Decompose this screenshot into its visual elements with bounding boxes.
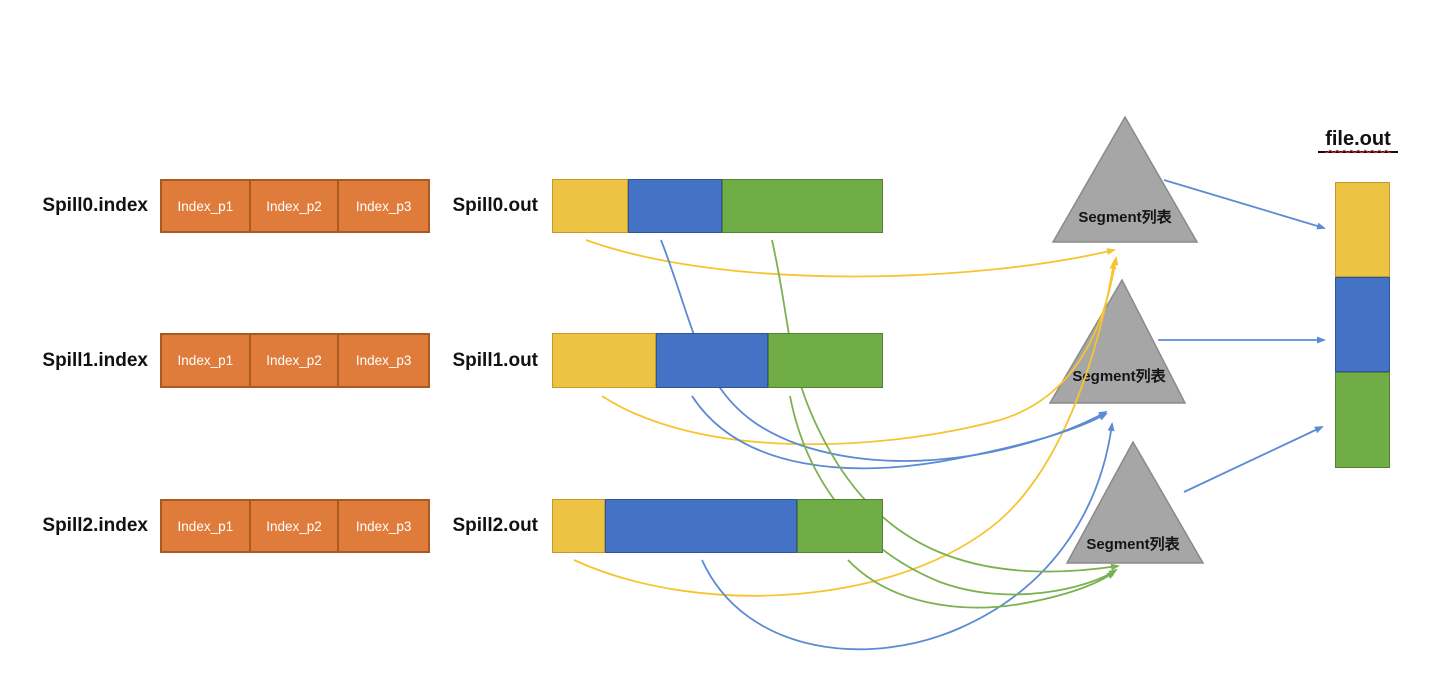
arrow-spill1-yellow <box>601 256 1119 446</box>
yellow-connectors <box>573 239 1119 597</box>
index-cell: Index_p2 <box>248 181 338 231</box>
spill0-out-segment-yellow <box>552 179 628 233</box>
index-cell: Index_p2 <box>248 501 338 551</box>
spill2-index-box: Index_p1 Index_p2 Index_p3 <box>160 499 430 553</box>
spill1-out-segment-green <box>768 333 883 388</box>
spill1-out-segment-yellow <box>552 333 656 388</box>
spill0-index-label: Spill0.index <box>42 195 148 216</box>
arrow-spill1-blue <box>691 395 1108 470</box>
spill1-out-label: Spill1.out <box>452 349 539 371</box>
fileout-label: file.out <box>1318 128 1398 153</box>
segment-list-label-0: Segment列表 <box>1078 208 1172 226</box>
spill1-out-segment-blue <box>656 333 768 388</box>
spill2-out-bar <box>552 499 883 553</box>
spill1-index-box: Index_p1 Index_p2 Index_p3 <box>160 333 430 388</box>
arrow-spill0-green <box>771 239 1120 573</box>
index-cell: Index_p3 <box>337 501 428 551</box>
arrow-spill1-green <box>789 395 1118 596</box>
arrow-spill2-yellow <box>573 260 1117 597</box>
green-connectors <box>771 239 1120 609</box>
index-cell: Index_p1 <box>177 198 234 214</box>
index-cell: Index_p2 <box>248 335 338 386</box>
spill2-out-label: Spill2.out <box>452 515 539 536</box>
segment-list-label-2: Segment列表 <box>1086 535 1180 553</box>
fileout-segment-blue <box>1335 277 1390 372</box>
index-cell: Index_p1 <box>177 518 234 534</box>
fileout-segment-yellow <box>1335 182 1390 277</box>
spill2-index-label: Spill2.index <box>42 515 148 536</box>
fileout-bar <box>1335 182 1390 468</box>
spill0-out-segment-green <box>722 179 883 233</box>
spill2-out-segment-yellow <box>552 499 605 553</box>
spill0-index-box: Index_p1 Index_p2 Index_p3 <box>160 179 430 233</box>
spill2-out-segment-green <box>797 499 883 553</box>
segment-list-label-1: Segment列表 <box>1072 367 1166 385</box>
blue-connectors <box>660 239 1115 651</box>
fileout-arrows <box>1158 179 1326 493</box>
arrow-spill2-green <box>847 559 1116 609</box>
segment-list-triangles: Segment列表 Segment列表 Segment列表 <box>1048 115 1205 564</box>
arrow-triangle0-fileout <box>1163 179 1326 230</box>
index-cell: Index_p3 <box>337 335 428 386</box>
spill2-out-segment-blue <box>605 499 797 553</box>
spill1-index-label: Spill1.index <box>42 349 148 371</box>
spill1-out-bar <box>552 333 883 388</box>
index-cell: Index_p3 <box>337 181 428 231</box>
segment-list-triangle-1 <box>1048 278 1187 404</box>
arrow-spill2-blue <box>701 422 1115 651</box>
index-cell: Index_p1 <box>177 353 234 368</box>
spill0-out-label: Spill0.out <box>452 195 539 216</box>
segment-list-triangle-0 <box>1051 115 1199 243</box>
arrow-spill0-yellow <box>585 239 1116 278</box>
spill0-out-segment-blue <box>628 179 722 233</box>
arrow-triangle2-fileout <box>1183 426 1324 493</box>
fileout-segment-green <box>1335 372 1390 468</box>
spill0-out-bar <box>552 179 883 233</box>
segment-list-triangle-2 <box>1065 440 1205 564</box>
